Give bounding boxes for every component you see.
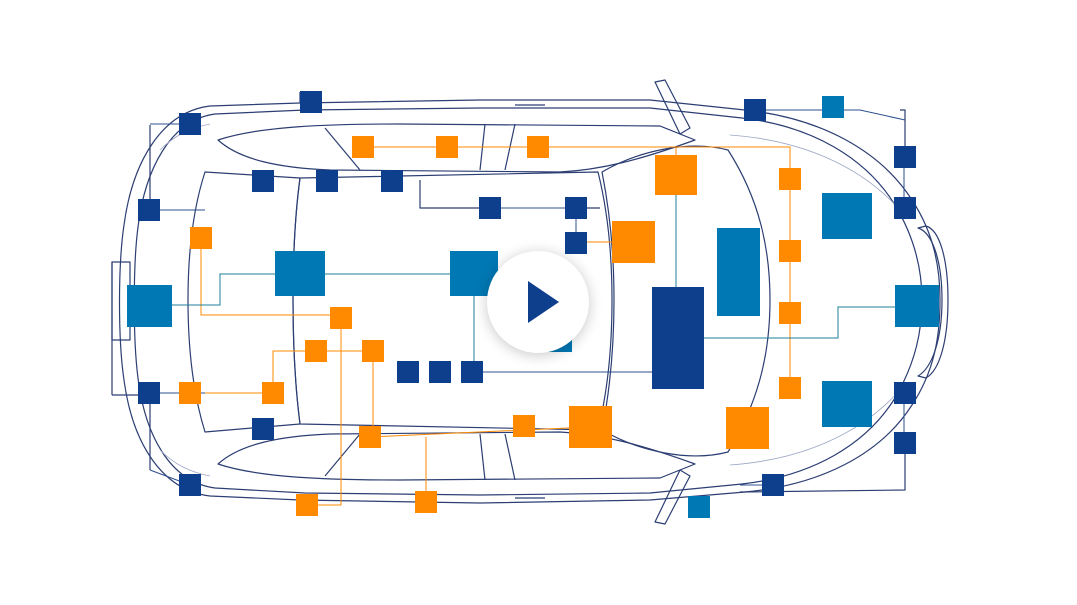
module-orange — [569, 406, 612, 448]
module-blue — [822, 381, 872, 427]
module-navy — [179, 113, 201, 135]
module-navy — [461, 361, 483, 383]
module-orange — [779, 240, 801, 262]
module-navy — [744, 99, 766, 121]
module-orange — [330, 307, 352, 329]
module-orange — [262, 382, 284, 404]
module-navy — [762, 474, 784, 496]
module-orange — [527, 136, 549, 158]
module-orange — [415, 491, 437, 513]
module-navy — [381, 170, 403, 192]
modules-blue — [127, 96, 939, 518]
module-orange — [779, 302, 801, 324]
module-blue — [717, 228, 760, 316]
module-orange — [179, 382, 201, 404]
module-orange — [190, 227, 212, 249]
module-orange — [352, 136, 374, 158]
module-blue — [822, 193, 872, 239]
modules-navy — [138, 91, 916, 496]
module-orange — [362, 340, 384, 362]
module-navy — [565, 197, 587, 219]
module-navy — [652, 287, 704, 389]
module-orange — [296, 494, 318, 516]
module-orange — [513, 415, 535, 437]
wires-teal — [172, 195, 917, 372]
play-button[interactable] — [487, 251, 589, 353]
module-navy — [894, 432, 916, 454]
modules-orange — [179, 136, 801, 516]
module-orange — [655, 155, 697, 195]
module-navy — [179, 474, 201, 496]
module-navy — [316, 170, 338, 192]
play-icon — [528, 281, 559, 323]
module-blue — [275, 251, 325, 296]
module-navy — [138, 199, 160, 221]
module-navy — [300, 91, 322, 113]
module-navy — [252, 170, 274, 192]
windshield — [601, 145, 771, 457]
side-window-top — [217, 123, 696, 173]
module-orange — [359, 426, 381, 448]
side-window-bottom — [217, 431, 696, 481]
module-blue — [822, 96, 844, 118]
module-blue — [127, 285, 172, 327]
module-navy — [894, 146, 916, 168]
module-orange — [305, 340, 327, 362]
module-navy — [252, 418, 274, 440]
module-navy — [479, 197, 501, 219]
module-navy — [429, 361, 451, 383]
module-orange — [726, 407, 769, 449]
module-blue — [895, 285, 939, 327]
module-orange — [779, 377, 801, 399]
module-navy — [138, 382, 160, 404]
module-navy — [894, 197, 916, 219]
front-bumper — [917, 225, 949, 379]
module-orange — [779, 168, 801, 190]
mirror-top — [654, 79, 691, 135]
mirror-bottom — [654, 469, 691, 525]
module-navy — [397, 361, 419, 383]
module-orange — [612, 221, 655, 263]
module-navy — [565, 232, 587, 254]
module-navy — [894, 382, 916, 404]
module-orange — [436, 136, 458, 158]
module-blue — [688, 496, 710, 518]
